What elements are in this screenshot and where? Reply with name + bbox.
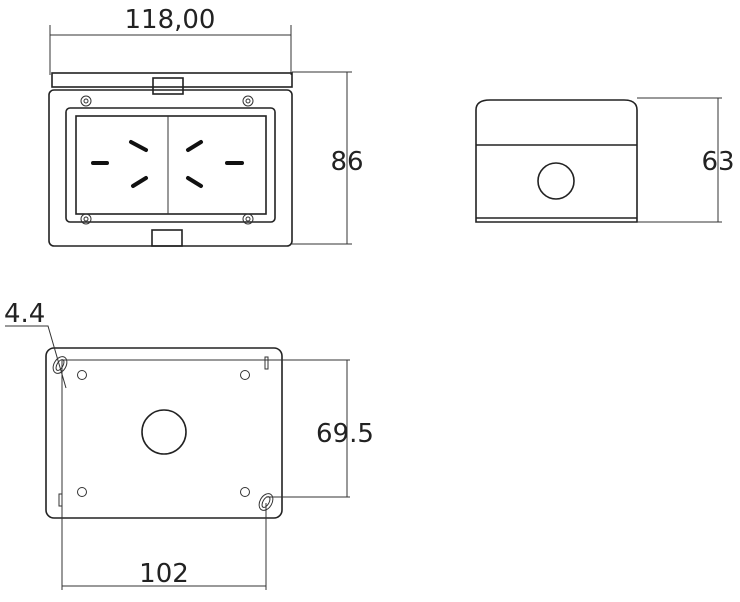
screw-icons (80, 95, 254, 225)
front-view: 118,00 86 (48, 5, 364, 247)
socket-panel (75, 115, 267, 215)
cable-entry (141, 409, 187, 455)
horizontal-spacing-label: 102 (139, 559, 189, 589)
bottom-view: 4.4 69.5 102 (4, 299, 374, 590)
hole-diameter-label: 4.4 (4, 299, 45, 329)
socket-pins (91, 140, 244, 188)
cover-hinge (51, 72, 293, 88)
vertical-spacing-label: 69.5 (316, 419, 374, 449)
height-dimension-label: 86 (330, 147, 363, 177)
cable-entry (537, 162, 575, 200)
width-dimension-label: 118,00 (125, 5, 216, 35)
mounting-holes (52, 356, 274, 511)
side-view: 63 (475, 97, 735, 223)
side-height-label: 63 (701, 147, 734, 177)
